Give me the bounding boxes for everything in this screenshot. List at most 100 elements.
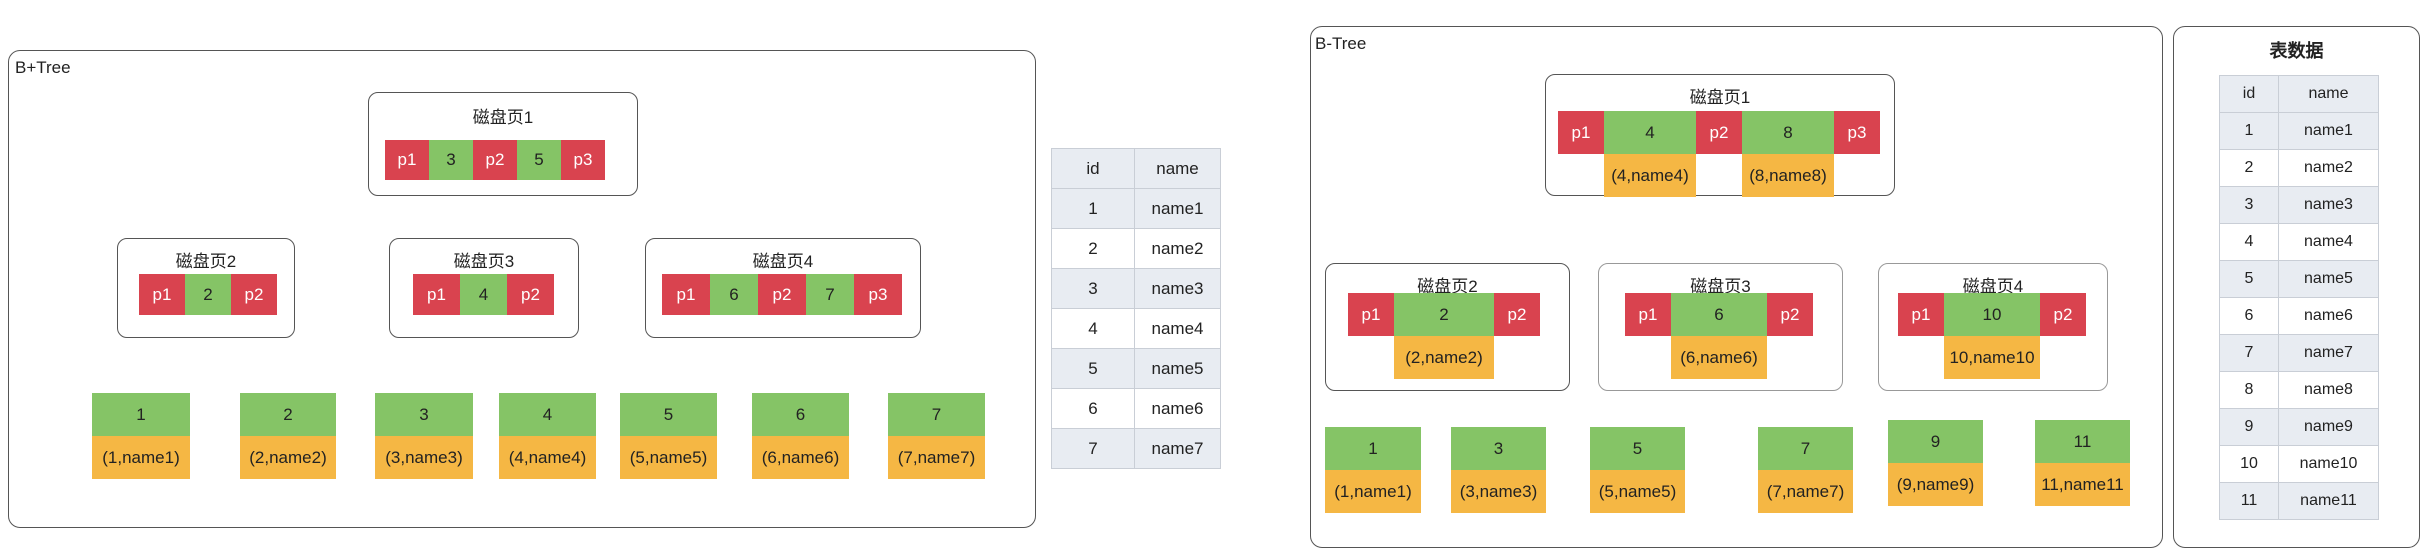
- btree-leaf-11: 11 11,name11: [2035, 420, 2130, 506]
- bplus-leaf-4-value: (4,name4): [499, 436, 596, 479]
- bplus-leaf-7: 7 (7,name7): [888, 393, 985, 479]
- table-cell-name: name2: [1134, 228, 1221, 269]
- btree-leaf-7: 7 (7,name7): [1758, 427, 1853, 513]
- table-header-name: name: [1134, 148, 1221, 189]
- btree-page2-val: (2,name2): [1394, 336, 1494, 379]
- btree-page3-cell-p2: p2: [1767, 293, 1813, 336]
- bplus-root-cell-p1: p1: [385, 140, 429, 180]
- table-cell-name: name5: [1134, 348, 1221, 389]
- bplus-root-cell-p2: p2: [473, 140, 517, 180]
- table-cell-id: 2: [2219, 149, 2279, 187]
- btree-root-cell-p1: p1: [1558, 111, 1604, 154]
- bplus-page3-cell-p1: p1: [413, 274, 460, 315]
- table-cell-name: name8: [2278, 371, 2379, 409]
- bplus-leaf-2-value: (2,name2): [240, 436, 336, 479]
- table-cell-id: 7: [2219, 334, 2279, 372]
- table-cell-id: 11: [2219, 482, 2279, 520]
- bplus-leaf-2: 2 (2,name2): [240, 393, 336, 479]
- bplus-page2-label: 磁盘页2: [175, 252, 237, 271]
- btree-root-cells: p1 4 (4,name4) p2 8 (8,name8) p3: [1558, 111, 1880, 197]
- bplus-page4-cell-p1: p1: [662, 274, 710, 315]
- bplus-page4-cell-key6: 6: [710, 274, 758, 315]
- table-cell-id: 2: [1051, 228, 1135, 269]
- bplus-leaf-1: 1 (1,name1): [92, 393, 190, 479]
- bplus-page2-cells: p1 2 p2: [139, 274, 277, 315]
- btree-leaf-7-key: 7: [1758, 427, 1853, 470]
- btree-root-key-8: 8: [1742, 111, 1834, 154]
- table-cell-id: 6: [2219, 297, 2279, 335]
- btree-page2-label: 磁盘页2: [1417, 277, 1478, 296]
- bplus-leaf-1-key: 1: [92, 393, 190, 436]
- btree-page4-label: 磁盘页4: [1962, 277, 2024, 296]
- table-header-name: name: [2278, 75, 2379, 113]
- table-cell-id: 4: [2219, 223, 2279, 261]
- btree-title: B-Tree: [1315, 34, 1367, 53]
- bplus-root-cell-key3: 3: [429, 140, 473, 180]
- btree-leaf-9-value: (9,name9): [1888, 463, 1983, 506]
- bplus-leaf-5: 5 (5,name5): [620, 393, 717, 479]
- table-header-id: id: [1051, 148, 1135, 189]
- bplus-page3-cells: p1 4 p2: [413, 274, 554, 315]
- bplus-leaf-7-value: (7,name7): [888, 436, 985, 479]
- table-cell-name: name4: [1134, 308, 1221, 349]
- bplus-leaf-5-key: 5: [620, 393, 717, 436]
- btree-root-val-4: (4,name4): [1604, 154, 1696, 197]
- table-cell-id: 1: [1051, 188, 1135, 229]
- bplus-leaf-3-value: (3,name3): [375, 436, 473, 479]
- bplus-leaf-3-key: 3: [375, 393, 473, 436]
- bplus-page2-cell-p2: p2: [231, 274, 277, 315]
- btree-page3-cells: p1 6 (6,name6) p2: [1625, 293, 1813, 379]
- table-cell-name: name1: [1134, 188, 1221, 229]
- table-header-row: id name: [2219, 75, 2379, 113]
- table-cell-name: name5: [2278, 260, 2379, 298]
- btree-leaf-9: 9 (9,name9): [1888, 420, 1983, 506]
- btree-root-cell-p2: p2: [1696, 111, 1742, 154]
- bplus-page3-label: 磁盘页3: [453, 252, 515, 271]
- bplus-leaf-6: 6 (6,name6): [752, 393, 849, 479]
- btree-page4-val: 10,name10: [1944, 336, 2040, 379]
- btree-page2-cell-p2: p2: [1494, 293, 1540, 336]
- bplus-page2-cell-key: 2: [185, 274, 231, 315]
- bplus-leaf-6-key: 6: [752, 393, 849, 436]
- table-cell-name: name6: [1134, 388, 1221, 429]
- bplus-page2-cell-p1: p1: [139, 274, 185, 315]
- btree-page4-entry: 10 10,name10: [1944, 293, 2040, 379]
- btree-leaf-11-key: 11: [2035, 420, 2130, 463]
- btree-page4-cell-p2: p2: [2040, 293, 2086, 336]
- table-cell-name: name7: [2278, 334, 2379, 372]
- bplus-root-cells: p1 3 p2 5 p3: [385, 140, 605, 180]
- table-header-row: id name: [1051, 148, 1221, 189]
- btree-page3-cell-p1: p1: [1625, 293, 1671, 336]
- table-cell-id: 5: [1051, 348, 1135, 389]
- btree-leaf-7-value: (7,name7): [1758, 470, 1853, 513]
- btree-page3-label: 磁盘页3: [1690, 277, 1751, 296]
- bplus-page3-cell-p2: p2: [507, 274, 554, 315]
- table-cell-name: name9: [2278, 408, 2379, 446]
- table-cell-id: 1: [2219, 112, 2279, 150]
- table-cell-name: name3: [2278, 186, 2379, 224]
- btree-root-cell-p3: p3: [1834, 111, 1880, 154]
- table-cell-name: name10: [2278, 445, 2379, 483]
- bplus-page4-cell-key7: 7: [806, 274, 854, 315]
- btree-leaf-3-key: 3: [1451, 427, 1546, 470]
- table-cell-name: name6: [2278, 297, 2379, 335]
- bplus-leaf-5-value: (5,name5): [620, 436, 717, 479]
- btree-leaf-3: 3 (3,name3): [1451, 427, 1546, 513]
- table-cell-id: 4: [1051, 308, 1135, 349]
- bplus-leaf-7-key: 7: [888, 393, 985, 436]
- btree-leaf-3-value: (3,name3): [1451, 470, 1546, 513]
